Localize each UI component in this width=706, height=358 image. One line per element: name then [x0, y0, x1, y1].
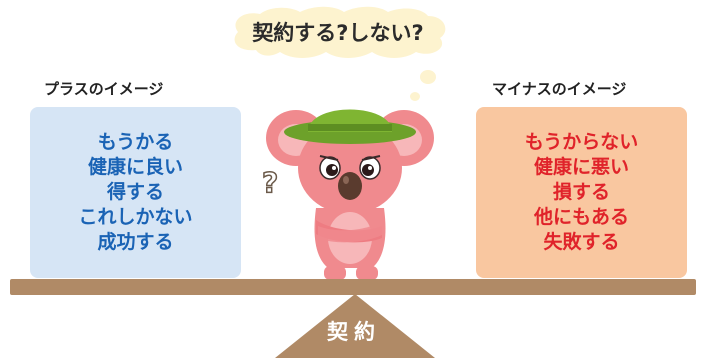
thought-dot-large — [420, 70, 436, 84]
plus-item: 成功する — [97, 231, 174, 253]
minus-item: 他にもある — [533, 206, 629, 228]
minus-item: もうからない — [524, 131, 639, 153]
plus-item: これしかない — [78, 206, 193, 228]
minus-item: 健康に悪い — [533, 156, 629, 178]
plus-item: 得する — [106, 181, 164, 203]
plus-image-heading: プラスのイメージ — [44, 80, 164, 98]
question-mark-icon: ? — [261, 165, 279, 200]
minus-image-panel: もうからない 健康に悪い 損する 他にもある 失敗する — [476, 107, 687, 278]
minus-item: 損する — [552, 181, 610, 203]
minus-image-list: もうからない 健康に悪い 損する 他にもある 失敗する — [525, 130, 638, 255]
plus-item: 健康に良い — [87, 156, 183, 178]
plus-image-list: もうかる 健康に良い 得する これしかない 成功する — [78, 130, 192, 255]
thought-text: 契約する?しない? — [252, 21, 424, 45]
thought-cloud-shape — [234, 6, 446, 58]
thought-bubble: 契約する?しない? — [226, 6, 450, 58]
minus-image-heading: マイナスのイメージ — [492, 80, 627, 98]
seesaw-beam — [10, 279, 696, 295]
plus-item: もうかる — [97, 131, 174, 153]
thought-dot-small — [410, 92, 420, 101]
plus-image-panel: もうかる 健康に良い 得する これしかない 成功する — [30, 107, 241, 278]
koala-character-illustration — [266, 109, 434, 280]
fulcrum-label: 契約 — [327, 320, 381, 344]
minus-item: 失敗する — [543, 231, 620, 253]
fulcrum-triangle — [275, 294, 435, 358]
